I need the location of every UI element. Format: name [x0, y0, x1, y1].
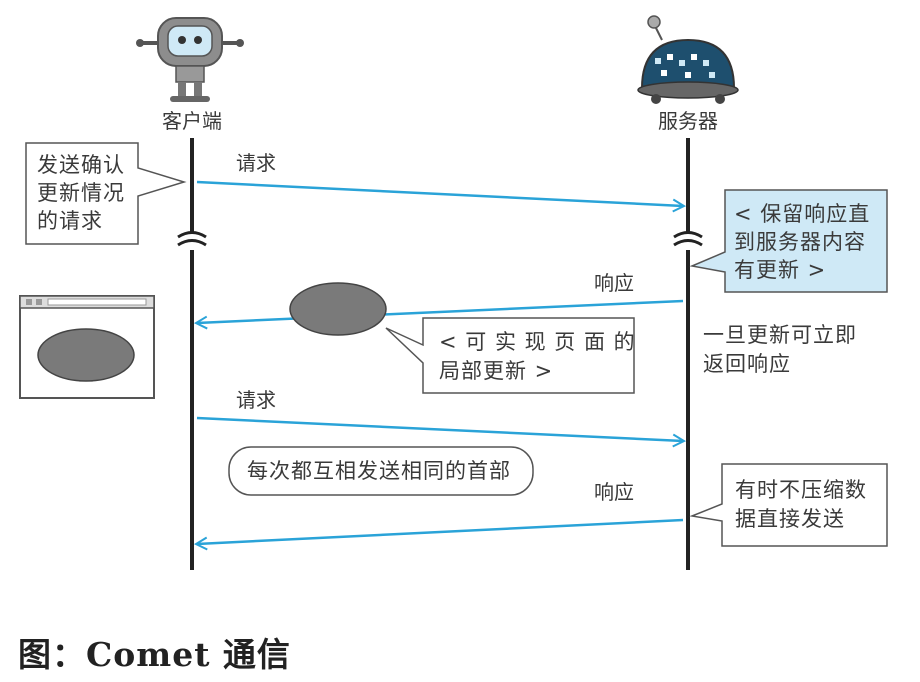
- client-request-note: 发送确认 更新情况 的请求: [25, 142, 187, 245]
- browser-window-icon: [19, 295, 155, 399]
- request-arrow-1: [196, 180, 683, 206]
- same-headers-note: 每次都互相发送相同的首部: [228, 446, 534, 496]
- request-label-1: 请求: [236, 151, 276, 175]
- figure-caption: 图：Comet 通信: [18, 635, 291, 674]
- server-robot-icon: [637, 15, 739, 104]
- server-label: 服务器: [658, 109, 718, 133]
- request-label-2: 请求: [236, 388, 276, 412]
- partial-update-note: < 可 实 现 页 面 的 局部更新 >: [385, 317, 636, 394]
- response-label-2: 响应: [594, 480, 634, 504]
- client-label: 客户端: [162, 109, 222, 133]
- response-arrow-1: [197, 299, 684, 323]
- svg-text:到服务器内容: 到服务器内容: [734, 230, 866, 254]
- client-lifeline: [177, 138, 207, 570]
- svg-text:有时不压缩数: 有时不压缩数: [735, 478, 867, 502]
- svg-text:有更新 >: 有更新 >: [734, 258, 826, 282]
- svg-text:的请求: 的请求: [37, 209, 103, 233]
- server-hold-note: < 保留响应直 到服务器内容 有更新 >: [689, 189, 888, 293]
- response-label-1: 响应: [594, 271, 634, 295]
- partial-update-blob: [289, 282, 387, 336]
- client-robot-icon: [136, 17, 244, 102]
- no-compress-note: 有时不压缩数 据直接发送: [689, 463, 888, 547]
- svg-text:< 可 实 现 页 面 的: < 可 实 现 页 面 的: [439, 330, 636, 354]
- svg-text:发送确认: 发送确认: [37, 153, 125, 177]
- svg-text:返回响应: 返回响应: [703, 352, 791, 376]
- svg-text:更新情况: 更新情况: [37, 181, 125, 205]
- response-arrow-2: [197, 518, 684, 544]
- svg-text:局部更新 >: 局部更新 >: [439, 359, 553, 383]
- immediate-return-note: 一旦更新可立即 返回响应: [703, 323, 857, 376]
- server-lifeline: [673, 138, 703, 570]
- svg-text:据直接发送: 据直接发送: [735, 507, 845, 531]
- svg-text:每次都互相发送相同的首部: 每次都互相发送相同的首部: [247, 459, 511, 483]
- request-arrow-2: [196, 416, 683, 441]
- svg-text:一旦更新可立即: 一旦更新可立即: [703, 323, 857, 347]
- svg-text:< 保留响应直: < 保留响应直: [734, 202, 870, 226]
